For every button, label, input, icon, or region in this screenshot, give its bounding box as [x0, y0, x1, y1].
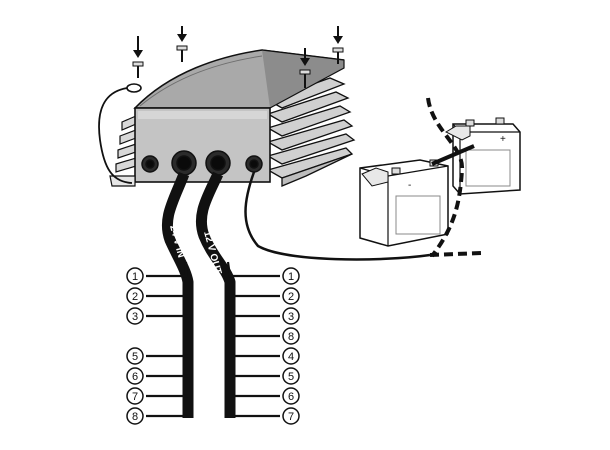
ground-wire [98, 83, 142, 184]
output-fanout [226, 261, 280, 418]
svg-text:3: 3 [132, 311, 138, 323]
terminal-marker: 8 [126, 407, 144, 425]
screw-icon [176, 26, 188, 62]
terminal-marker: 6 [282, 387, 300, 405]
svg-text:8: 8 [132, 411, 138, 423]
terminal-marker: 5 [282, 367, 300, 385]
terminal-marker: 2 [126, 287, 144, 305]
svg-text:6: 6 [288, 391, 294, 403]
terminal-marker: 3 [126, 307, 144, 325]
svg-text:4: 4 [288, 351, 294, 363]
ring-terminal-icon [126, 83, 142, 93]
svg-text:5: 5 [288, 371, 294, 383]
battery-minus-mark: - [408, 180, 411, 191]
mounting-screws [132, 26, 344, 88]
terminal-marker: 5 [126, 347, 144, 365]
battery-plus-mark: + [500, 134, 506, 145]
terminal-marker: 2 [282, 287, 300, 305]
svg-text:7: 7 [132, 391, 138, 403]
terminal-marker: 4 [282, 347, 300, 365]
svg-text:7: 7 [288, 411, 294, 423]
svg-text:5: 5 [132, 351, 138, 363]
terminal-marker: 1 [282, 267, 300, 285]
battery-icon: - [359, 159, 449, 247]
svg-text:2: 2 [288, 291, 294, 303]
battery-link-cable [431, 144, 475, 166]
terminal-marker: 7 [126, 387, 144, 405]
cable-label-output: 12 V OUT [201, 230, 223, 276]
svg-text:8: 8 [288, 331, 294, 343]
battery-sense-wire [244, 171, 431, 261]
svg-text:1: 1 [288, 271, 294, 283]
terminal-marker: 8 [282, 327, 300, 345]
svg-text:6: 6 [132, 371, 138, 383]
svg-text:2: 2 [132, 291, 138, 303]
batteries: + - [359, 97, 521, 258]
converter-unit [109, 49, 356, 187]
left-terminal-list: 1 2 3 5 6 7 8 [126, 267, 144, 425]
terminal-marker: 3 [282, 307, 300, 325]
svg-text:3: 3 [288, 311, 294, 323]
screw-icon [332, 26, 344, 64]
input-fanout [146, 262, 188, 418]
terminal-marker: 1 [126, 267, 144, 285]
battery-icon: + [444, 117, 521, 195]
cooling-fins-left [115, 115, 137, 173]
screw-icon [132, 36, 144, 78]
right-terminal-list: 1 2 3 8 4 5 6 7 [282, 267, 300, 425]
svg-text:1: 1 [132, 271, 138, 283]
cooling-fins-right [266, 77, 356, 187]
screw-icon [299, 48, 311, 88]
terminal-marker: 6 [126, 367, 144, 385]
terminal-marker: 7 [282, 407, 300, 425]
dashed-cable [426, 97, 465, 258]
output-cable: 12 V OUT [195, 171, 236, 418]
